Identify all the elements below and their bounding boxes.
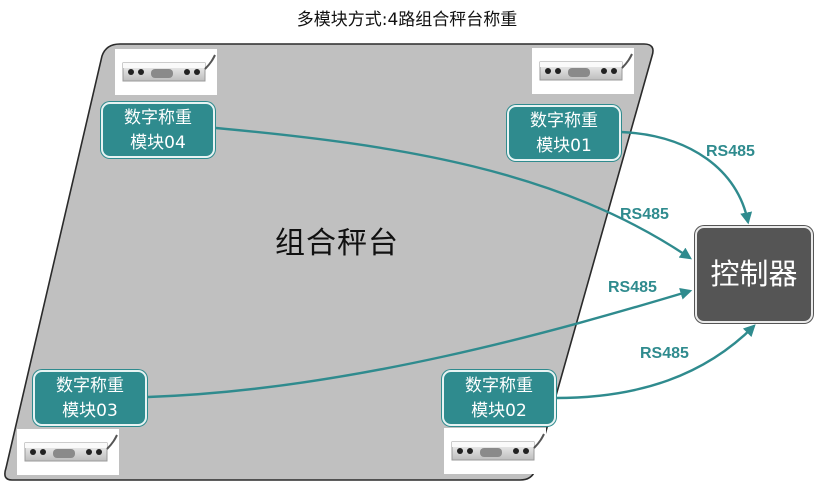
module-title: 数字称重 — [465, 376, 533, 396]
link-label-module03: RS485 — [608, 279, 657, 296]
link-label-module02: RS485 — [640, 345, 689, 362]
module-id: 模块03 — [62, 401, 118, 421]
module-title: 数字称重 — [530, 111, 598, 131]
module-title: 数字称重 — [56, 376, 124, 396]
module-id: 模块02 — [471, 401, 527, 421]
weighing-module-01: 数字称重 模块01 — [507, 105, 621, 161]
page-title: 多模块方式:4路组合秤台称重 — [296, 10, 518, 30]
controller-box: 控制器 — [695, 226, 813, 323]
module-title: 数字称重 — [124, 108, 192, 128]
link-module02-controller — [555, 324, 756, 400]
link-module01-controller — [620, 130, 753, 225]
module-id: 模块01 — [536, 136, 592, 156]
load-cell-sensor-icon — [17, 429, 119, 475]
load-cell-sensor-icon — [444, 428, 546, 474]
module-id: 模块04 — [130, 133, 186, 153]
load-cell-sensor-icon — [532, 48, 634, 94]
weighing-module-03: 数字称重 模块03 — [33, 370, 147, 426]
weighing-module-02: 数字称重 模块02 — [442, 370, 556, 426]
link-module03-controller — [147, 288, 693, 399]
link-module04-controller — [215, 126, 692, 260]
link-label-module01: RS485 — [706, 143, 755, 160]
link-label-module04: RS485 — [620, 206, 669, 223]
load-cell-sensor-icon — [115, 49, 217, 95]
platform-label: 组合秤台 — [275, 226, 399, 261]
weighing-module-04: 数字称重 模块04 — [101, 102, 215, 158]
